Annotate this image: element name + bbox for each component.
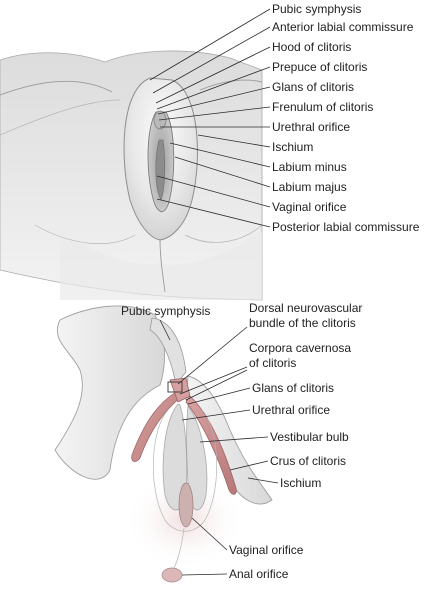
- bottom-labels: Pubic symphysis Dorsal neurovascular bun…: [121, 301, 366, 581]
- label-corpora-cavernosa-line2: of clitoris: [249, 356, 296, 370]
- label-corpora-cavernosa: Corpora cavernosa of clitoris: [249, 341, 354, 370]
- leader-vaginal-orifice: [156, 175, 271, 208]
- leader-vestibular-bulb: [199, 436, 269, 443]
- leader-glans-of-clitoris: [157, 86, 271, 115]
- top-labels: Pubic symphysis Anterior labial commissu…: [272, 2, 420, 234]
- leader-bottom-glans-of-clitoris: [187, 387, 251, 405]
- label-hood-of-clitoris: Hood of clitoris: [272, 40, 351, 54]
- label-glans-of-clitoris: Glans of clitoris: [272, 80, 354, 94]
- leader-bottom-urethral-orifice: [181, 409, 251, 421]
- bottom-perineum: [173, 527, 185, 569]
- bottom-left-crus: [131, 391, 181, 462]
- leader-prepuce-of-clitoris: [156, 66, 271, 110]
- bottom-left-vestibular-bulb: [162, 403, 188, 511]
- leader-corpora-cavernosa-1: [179, 366, 248, 395]
- label-dorsal-neurovascular-bundle: Dorsal neurovascular bundle of the clito…: [249, 301, 366, 330]
- label-corpora-cavernosa-line1: Corpora cavernosa: [249, 341, 351, 355]
- leader-hood-of-clitoris: [155, 46, 271, 104]
- leader-bottom-pubic-symphysis: [159, 319, 171, 341]
- bottom-clitoral-body: [169, 377, 191, 403]
- bottom-labia-outline: [153, 409, 217, 532]
- top-left-buttock-contour: [34, 224, 136, 245]
- top-panel: [0, 50, 263, 301]
- label-labium-majus: Labium majus: [272, 180, 347, 194]
- label-anterior-labial-commissure: Anterior labial commissure: [272, 20, 414, 34]
- label-frenulum-of-clitoris: Frenulum of clitoris: [272, 100, 373, 114]
- label-dorsal-neurovascular-bundle-line2: bundle of the clitoris: [249, 316, 356, 330]
- bottom-panel: [54, 305, 273, 583]
- leader-ischium: [197, 134, 271, 148]
- leader-posterior-labial-commissure: [156, 198, 271, 228]
- label-bottom-urethral-orifice: Urethral orifice: [252, 403, 330, 417]
- top-left-thigh-crease: [0, 80, 113, 96]
- label-ischium: Ischium: [272, 140, 313, 154]
- bottom-left-pelvic-bone: [54, 305, 165, 480]
- label-urethral-orifice: Urethral orifice: [272, 120, 350, 134]
- top-leader-lines: [149, 8, 271, 228]
- bottom-leader-lines: [159, 319, 279, 576]
- leader-corpora-cavernosa-2: [185, 369, 248, 401]
- label-labium-minus: Labium minus: [272, 160, 347, 174]
- label-bottom-vaginal-orifice: Vaginal orifice: [229, 543, 304, 557]
- top-right-buttock-contour: [184, 224, 263, 243]
- leader-bottom-vaginal-orifice: [191, 517, 228, 551]
- leader-anal-orifice: [181, 573, 228, 576]
- label-crus-of-clitoris: Crus of clitoris: [270, 454, 346, 468]
- label-prepuce-of-clitoris: Prepuce of clitoris: [272, 60, 367, 74]
- top-gluteal-cleft: [159, 239, 166, 293]
- label-dorsal-neurovascular-bundle-line1: Dorsal neurovascular: [249, 301, 362, 315]
- label-bottom-ischium: Ischium: [280, 476, 321, 490]
- leader-labium-majus: [174, 156, 271, 188]
- label-posterior-labial-commissure: Posterior labial commissure: [272, 220, 420, 234]
- bottom-pubic-symphysis: [149, 317, 187, 385]
- label-anal-orifice: Anal orifice: [229, 567, 289, 581]
- bottom-anal-orifice-shape: [161, 567, 183, 583]
- bottom-right-vestibular-bulb: [186, 404, 208, 511]
- label-bottom-glans-of-clitoris: Glans of clitoris: [252, 381, 334, 395]
- top-buttocks: [60, 230, 262, 300]
- label-bottom-pubic-symphysis: Pubic symphysis: [121, 304, 210, 318]
- bottom-right-crus: [185, 395, 237, 495]
- top-left-thigh-shade: [0, 99, 121, 136]
- leader-crus-of-clitoris: [229, 460, 269, 471]
- leader-labium-minus: [169, 142, 271, 168]
- bottom-vaginal-orifice-shape: [178, 482, 194, 528]
- leader-bottom-ischium: [247, 477, 279, 484]
- label-vaginal-orifice: Vaginal orifice: [272, 200, 347, 214]
- leader-dorsal-neurovascular-bundle: [177, 326, 248, 385]
- leader-pubic-symphysis: [149, 8, 271, 81]
- bottom-neurovascular-bundle: [167, 381, 183, 393]
- label-vestibular-bulb: Vestibular bulb: [270, 430, 349, 444]
- leader-anterior-labial-commissure: [152, 26, 271, 94]
- leader-frenulum-of-clitoris: [158, 106, 271, 121]
- label-pubic-symphysis: Pubic symphysis: [272, 2, 361, 16]
